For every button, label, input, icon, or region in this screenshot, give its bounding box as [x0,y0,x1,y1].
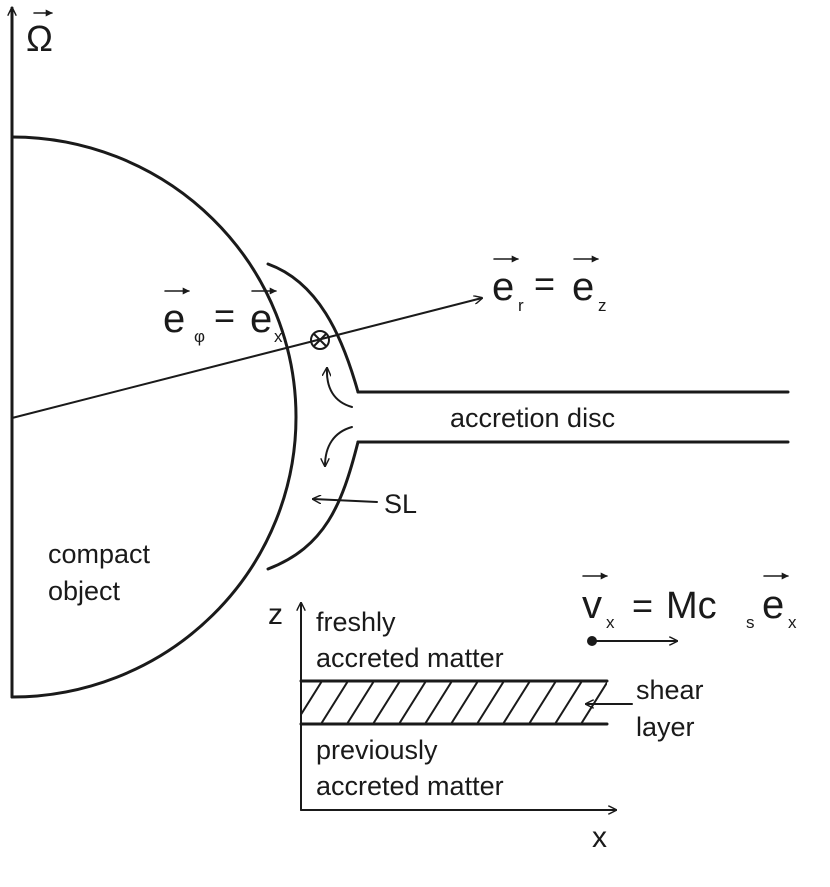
spreading-layer-bottom [266,440,360,571]
compact-label-line1: compact [48,539,151,569]
flow-arrow-up [327,368,353,408]
v-ex-letter: e [762,583,784,627]
otimes-cross-b [313,333,327,347]
v-mc-text: Mc [666,585,717,627]
v-letter: v [582,583,602,627]
flow-arrow-down [325,426,353,467]
inset-x-label: x [592,821,607,854]
e-r-letter: e [492,265,514,309]
e-z-subscript: z [598,296,607,315]
shear-layer-hatching [301,681,607,724]
v-subscript: x [606,613,615,632]
shear-label-line2: layer [636,712,695,742]
e-x-subscript: x [274,327,283,346]
freshly-label-line2: accreted matter [316,643,504,673]
shear-label-line1: shear [636,675,704,705]
e-r-subscript: r [518,296,524,315]
e-phi-equals: = [214,295,235,336]
accretion-disc-label: accretion disc [450,403,615,433]
e-x-letter: e [250,297,272,341]
previously-label-line1: previously [316,735,438,765]
compact-label-line2: object [48,576,121,606]
sl-label: SL [384,489,417,519]
v-equals: = [632,585,653,626]
radial-line [11,298,482,419]
e-phi-subscript: φ [194,327,205,346]
inset-z-label: z [268,598,283,631]
spreading-layer-top [266,262,360,394]
sl-pointer-arrow [313,499,378,502]
omega-label: Ω [26,18,53,59]
e-phi-letter: e [163,297,185,341]
v-cs-subscript: s [746,613,755,632]
compact-object-outline [10,135,298,699]
v-ex-subscript: x [788,613,797,632]
previously-label-line2: accreted matter [316,771,504,801]
freshly-label-line1: freshly [316,607,396,637]
otimes-circle [310,330,330,350]
e-z-letter: e [572,265,594,309]
e-r-equals: = [534,263,555,304]
